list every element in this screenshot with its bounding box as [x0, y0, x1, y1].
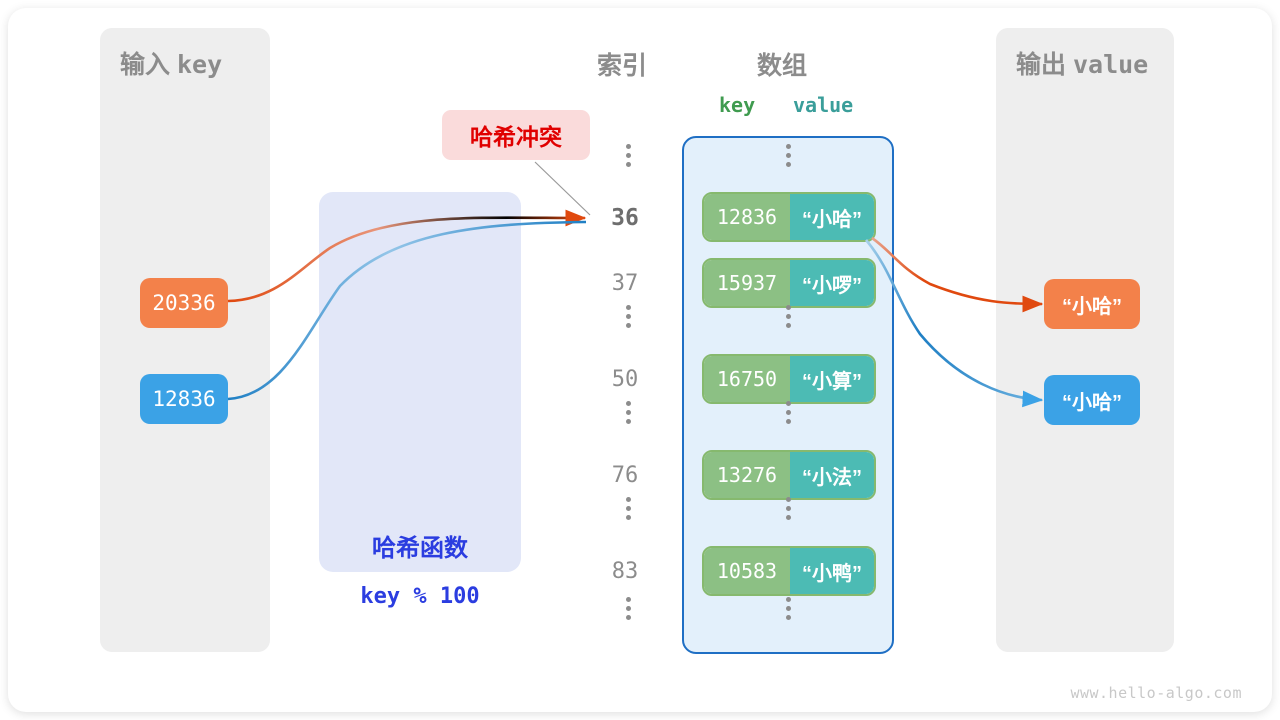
input-panel	[100, 28, 270, 652]
bucket-key: 12836	[704, 194, 790, 240]
input-key-chip: 12836	[140, 374, 228, 424]
array-ellipsis	[783, 497, 793, 520]
output-title-cn: 输出	[1016, 51, 1067, 79]
index-ellipsis	[623, 144, 633, 167]
array-index-50: 50	[611, 367, 639, 392]
hash-function-box: 哈希函数 key % 100	[319, 192, 521, 609]
array-ellipsis	[783, 144, 793, 167]
bucket-key: 16750	[704, 356, 790, 402]
index-ellipsis	[623, 401, 633, 424]
hash-function-title: 哈希函数	[372, 535, 468, 562]
array-index-83: 83	[611, 559, 639, 584]
array-ellipsis	[783, 305, 793, 328]
bucket-value: “小算”	[789, 356, 874, 402]
array-column-heading: 数组	[757, 52, 808, 80]
output-panel	[996, 28, 1174, 652]
bucket-row: 10583“小鸭”	[702, 546, 876, 596]
key-column-heading: key	[719, 93, 756, 117]
bucket-value: “小鸭”	[789, 548, 874, 594]
input-key-chip: 20336	[140, 278, 228, 328]
bucket-row: 12836“小哈”	[702, 192, 876, 242]
array-index-36: 36	[611, 205, 639, 231]
bucket-key: 15937	[704, 260, 790, 306]
input-title-cn: 输入	[120, 51, 171, 79]
array-index-37: 37	[611, 271, 639, 296]
bucket-key: 13276	[704, 452, 790, 498]
hash-collision-badge: 哈希冲突	[442, 110, 590, 160]
hash-function-expression: key % 100	[360, 584, 480, 609]
output-value-chip: “小哈”	[1044, 279, 1140, 329]
value-column-heading: value	[793, 93, 854, 117]
bucket-value: “小法”	[789, 452, 874, 498]
output-panel-title: 输出 value	[1016, 45, 1148, 81]
array-ellipsis	[783, 597, 793, 620]
bucket-row: 13276“小法”	[702, 450, 876, 500]
output-value-chip: “小哈”	[1044, 375, 1140, 425]
array-index-76: 76	[611, 463, 639, 488]
bucket-value: “小啰”	[789, 260, 874, 306]
input-panel-title: 输入 key	[120, 45, 222, 81]
bucket-key: 10583	[704, 548, 790, 594]
watermark: www.hello-algo.com	[1070, 684, 1242, 702]
index-column-heading: 索引	[597, 52, 648, 80]
index-ellipsis	[623, 497, 633, 520]
output-title-mono: value	[1072, 50, 1149, 79]
bucket-row: 15937“小啰”	[702, 258, 876, 308]
index-ellipsis	[623, 305, 633, 328]
index-ellipsis	[623, 597, 633, 620]
bucket-row: 16750“小算”	[702, 354, 876, 404]
bucket-value: “小哈”	[789, 194, 874, 240]
array-ellipsis	[783, 401, 793, 424]
input-title-mono: key	[176, 50, 223, 79]
